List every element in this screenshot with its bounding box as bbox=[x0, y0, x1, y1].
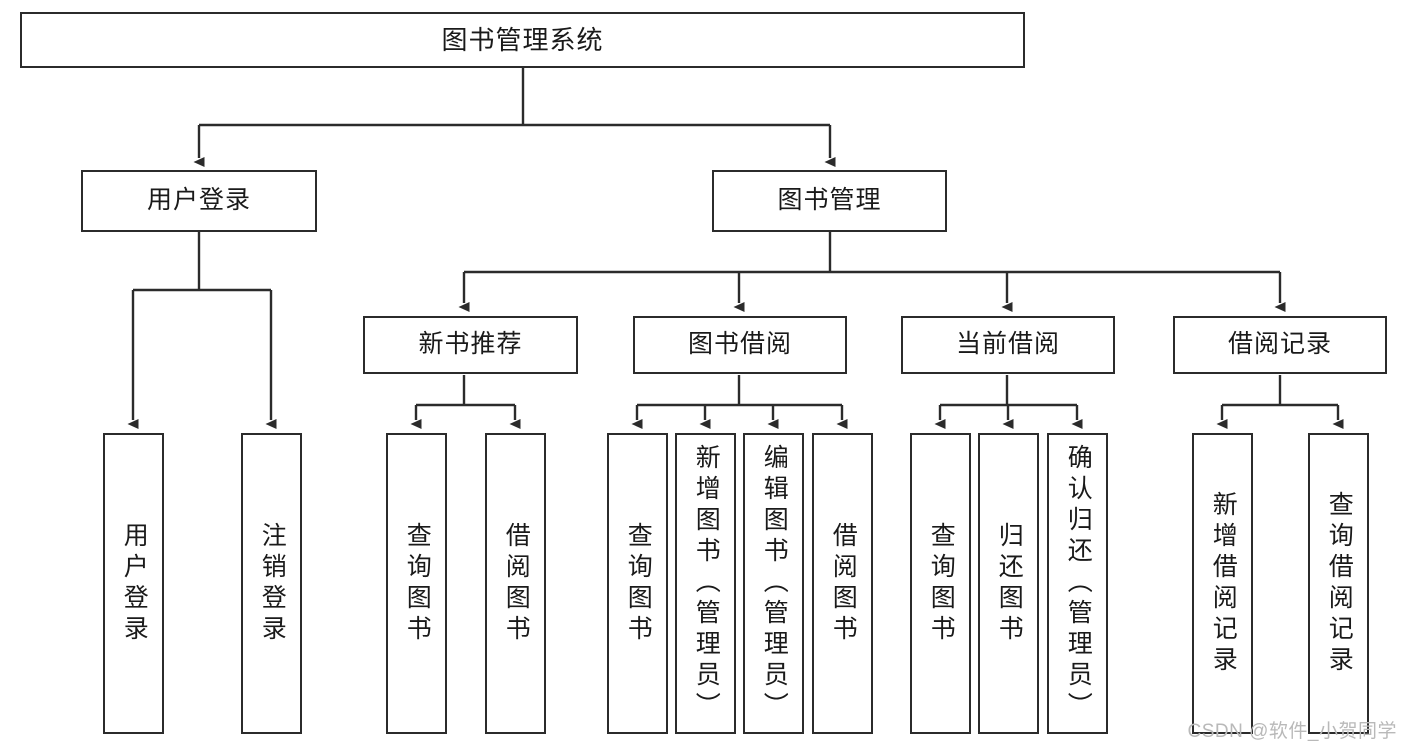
node-leaf-query-book-1[interactable]: 查询图书 bbox=[386, 433, 447, 734]
node-label: 用户登录 bbox=[120, 521, 149, 646]
node-label: 借阅图书 bbox=[502, 521, 531, 646]
node-label: 当前借阅 bbox=[955, 330, 1060, 359]
node-current-borrowing[interactable]: 当前借阅 bbox=[901, 316, 1115, 374]
node-label: 编辑图书（管理员） bbox=[760, 444, 789, 723]
node-label: 图书管理 bbox=[777, 186, 882, 215]
node-label: 查询图书 bbox=[927, 521, 956, 646]
node-leaf-borrow-book-1[interactable]: 借阅图书 bbox=[485, 433, 546, 734]
node-leaf-add-borrow-record[interactable]: 新增借阅记录 bbox=[1192, 433, 1253, 734]
node-leaf-confirm-return-admin[interactable]: 确认归还（管理员） bbox=[1047, 433, 1108, 734]
node-leaf-logout[interactable]: 注销登录 bbox=[241, 433, 302, 734]
node-label: 新增借阅记录 bbox=[1209, 490, 1238, 677]
node-new-book-recommendation[interactable]: 新书推荐 bbox=[363, 316, 578, 374]
node-label: 用户登录 bbox=[146, 186, 251, 215]
csdn-watermark: CSDN @软件_小贺同学 bbox=[1187, 721, 1397, 742]
node-label: 注销登录 bbox=[258, 521, 287, 646]
node-label: 新书推荐 bbox=[418, 330, 523, 359]
node-label: 查询图书 bbox=[403, 521, 432, 646]
node-leaf-query-book-3[interactable]: 查询图书 bbox=[910, 433, 971, 734]
node-book-management[interactable]: 图书管理 bbox=[712, 170, 947, 232]
node-book-borrowing[interactable]: 图书借阅 bbox=[633, 316, 847, 374]
node-user-login[interactable]: 用户登录 bbox=[81, 170, 317, 232]
node-label: 借阅图书 bbox=[829, 521, 858, 646]
node-leaf-query-book-2[interactable]: 查询图书 bbox=[607, 433, 668, 734]
node-leaf-query-borrow-record[interactable]: 查询借阅记录 bbox=[1308, 433, 1369, 734]
node-label: 新增图书（管理员） bbox=[692, 444, 721, 723]
node-label: 借阅记录 bbox=[1227, 330, 1332, 359]
node-leaf-borrow-book-2[interactable]: 借阅图书 bbox=[812, 433, 873, 734]
node-label: 归还图书 bbox=[995, 521, 1024, 646]
node-leaf-add-book-admin[interactable]: 新增图书（管理员） bbox=[675, 433, 736, 734]
node-label: 查询图书 bbox=[624, 521, 653, 646]
node-label: 确认归还（管理员） bbox=[1064, 444, 1093, 723]
node-root-book-management-system[interactable]: 图书管理系统 bbox=[20, 12, 1025, 68]
node-label: 图书借阅 bbox=[687, 330, 792, 359]
node-leaf-user-login[interactable]: 用户登录 bbox=[103, 433, 164, 734]
node-leaf-return-book[interactable]: 归还图书 bbox=[978, 433, 1039, 734]
node-label: 图书管理系统 bbox=[441, 24, 604, 55]
node-borrowing-records[interactable]: 借阅记录 bbox=[1173, 316, 1387, 374]
node-leaf-edit-book-admin[interactable]: 编辑图书（管理员） bbox=[743, 433, 804, 734]
node-label: 查询借阅记录 bbox=[1325, 490, 1354, 677]
